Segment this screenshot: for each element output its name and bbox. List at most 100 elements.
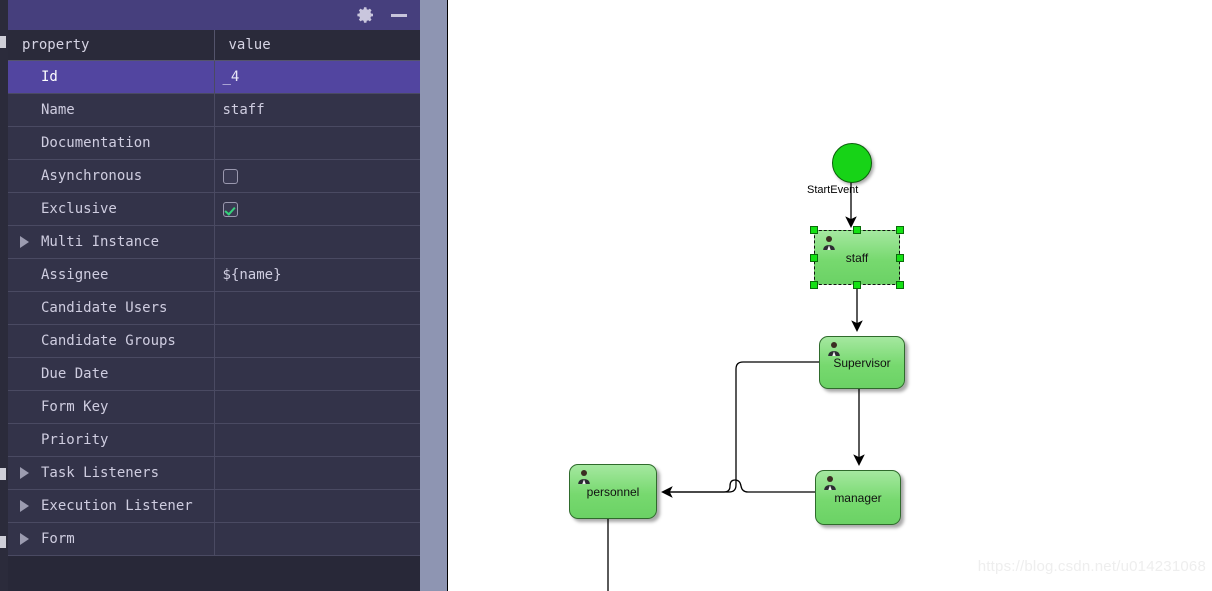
property-value-cell[interactable] xyxy=(214,126,420,160)
resize-handle[interactable] xyxy=(896,281,904,289)
property-label: Form Key xyxy=(41,399,109,415)
resize-handle[interactable] xyxy=(896,226,904,234)
gutter-marker[interactable] xyxy=(0,468,6,480)
panel-canvas-gutter[interactable] xyxy=(420,0,447,591)
property-value-cell[interactable] xyxy=(214,390,420,424)
table-row[interactable]: Due Date xyxy=(8,357,420,391)
property-label: Assignee xyxy=(41,267,109,283)
property-label: Multi Instance xyxy=(41,234,160,250)
task-node-label: Supervisor xyxy=(833,355,891,370)
table-header-row: property value xyxy=(8,30,420,61)
property-value-cell[interactable] xyxy=(214,192,420,226)
editor-gutter-strip xyxy=(0,0,8,591)
canvas-left-border xyxy=(447,0,448,591)
table-row[interactable]: Assignee ${name} xyxy=(8,258,420,292)
user-task-icon xyxy=(822,475,838,491)
property-label: Name xyxy=(41,102,75,118)
table-row[interactable]: Form Key xyxy=(8,390,420,424)
property-name-cell: Exclusive xyxy=(8,192,215,226)
edge-layer xyxy=(607,181,865,591)
column-header-property: property xyxy=(8,30,215,61)
property-label: Asynchronous xyxy=(41,168,143,184)
task-node-personnel[interactable]: personnel xyxy=(569,464,657,519)
resize-handle[interactable] xyxy=(810,253,818,262)
table-row[interactable]: Candidate Users xyxy=(8,291,420,325)
resize-handle[interactable] xyxy=(810,281,818,289)
property-value-cell[interactable]: ${name} xyxy=(214,258,420,292)
expand-triangle-icon[interactable] xyxy=(20,236,29,248)
edge-manager-to-personnel xyxy=(663,479,815,493)
property-label: Candidate Users xyxy=(41,300,168,316)
gear-icon[interactable] xyxy=(356,5,376,25)
property-value-cell[interactable] xyxy=(214,423,420,457)
property-name-cell: Documentation xyxy=(8,126,215,160)
property-name-cell: Candidate Groups xyxy=(8,324,215,358)
property-value-cell[interactable] xyxy=(214,324,420,358)
task-node-supervisor[interactable]: Supervisor xyxy=(819,336,905,389)
property-value-cell[interactable] xyxy=(214,159,420,193)
user-task-icon xyxy=(821,235,837,251)
user-task-icon xyxy=(826,341,842,357)
property-name-cell: Execution Listener xyxy=(8,489,215,523)
minimize-icon xyxy=(391,13,407,17)
table-row[interactable]: Documentation xyxy=(8,126,420,160)
property-name-cell: Asynchronous xyxy=(8,159,215,193)
table-row[interactable]: Form xyxy=(8,522,420,556)
minimize-button[interactable] xyxy=(388,5,410,25)
property-value-cell[interactable] xyxy=(214,291,420,325)
resize-handle[interactable] xyxy=(896,253,904,262)
panel-titlebar xyxy=(8,0,420,30)
property-value-cell[interactable]: staff xyxy=(214,93,420,127)
property-value-cell[interactable] xyxy=(214,489,420,523)
table-row[interactable]: Name staff xyxy=(8,93,420,127)
expand-triangle-icon[interactable] xyxy=(20,533,29,545)
task-node-label: personnel xyxy=(586,484,640,499)
property-name-cell: Due Date xyxy=(8,357,215,391)
table-row[interactable]: Execution Listener xyxy=(8,489,420,523)
property-value-text: staff xyxy=(222,102,265,118)
property-value-text: _4 xyxy=(222,69,240,85)
resize-handle[interactable] xyxy=(853,281,861,289)
task-node-manager[interactable]: manager xyxy=(815,470,901,525)
property-name-cell: Name xyxy=(8,93,215,127)
property-value-cell[interactable] xyxy=(214,522,420,556)
property-name-cell: Form Key xyxy=(8,390,215,424)
start-event-node[interactable] xyxy=(832,143,872,183)
property-label: Documentation xyxy=(41,135,151,151)
task-node-label: manager xyxy=(834,490,882,505)
checkbox-unchecked[interactable] xyxy=(222,168,238,184)
property-value-text: ${name} xyxy=(222,267,282,283)
gutter-marker[interactable] xyxy=(0,536,6,548)
task-node-staff[interactable]: staff xyxy=(810,226,904,289)
property-name-cell: Id xyxy=(8,60,215,94)
column-header-value: value xyxy=(214,30,420,61)
table-row[interactable]: Candidate Groups xyxy=(8,324,420,358)
expand-triangle-icon[interactable] xyxy=(20,467,29,479)
resize-handle[interactable] xyxy=(810,226,818,234)
table-row[interactable]: Asynchronous xyxy=(8,159,420,193)
property-name-cell: Priority xyxy=(8,423,215,457)
property-value-cell[interactable] xyxy=(214,456,420,490)
table-row[interactable]: Multi Instance xyxy=(8,225,420,259)
resize-handle[interactable] xyxy=(853,226,861,234)
property-label: Priority xyxy=(41,432,109,448)
start-event-label: StartEvent xyxy=(807,184,859,196)
property-value-cell[interactable] xyxy=(214,357,420,391)
table-row[interactable]: Priority xyxy=(8,423,420,457)
table-row[interactable]: Exclusive xyxy=(8,192,420,226)
checkbox-checked[interactable] xyxy=(222,201,238,217)
property-name-cell: Assignee xyxy=(8,258,215,292)
expand-triangle-icon[interactable] xyxy=(20,500,29,512)
table-row[interactable]: Id _4 xyxy=(8,60,420,94)
property-value-cell[interactable]: _4 xyxy=(214,60,420,94)
property-label: Task Listeners xyxy=(41,465,160,481)
table-row[interactable]: Task Listeners xyxy=(8,456,420,490)
property-value-cell[interactable] xyxy=(214,225,420,259)
gutter-marker[interactable] xyxy=(0,36,6,48)
property-label: Form xyxy=(41,531,75,547)
user-task-icon xyxy=(576,469,592,485)
